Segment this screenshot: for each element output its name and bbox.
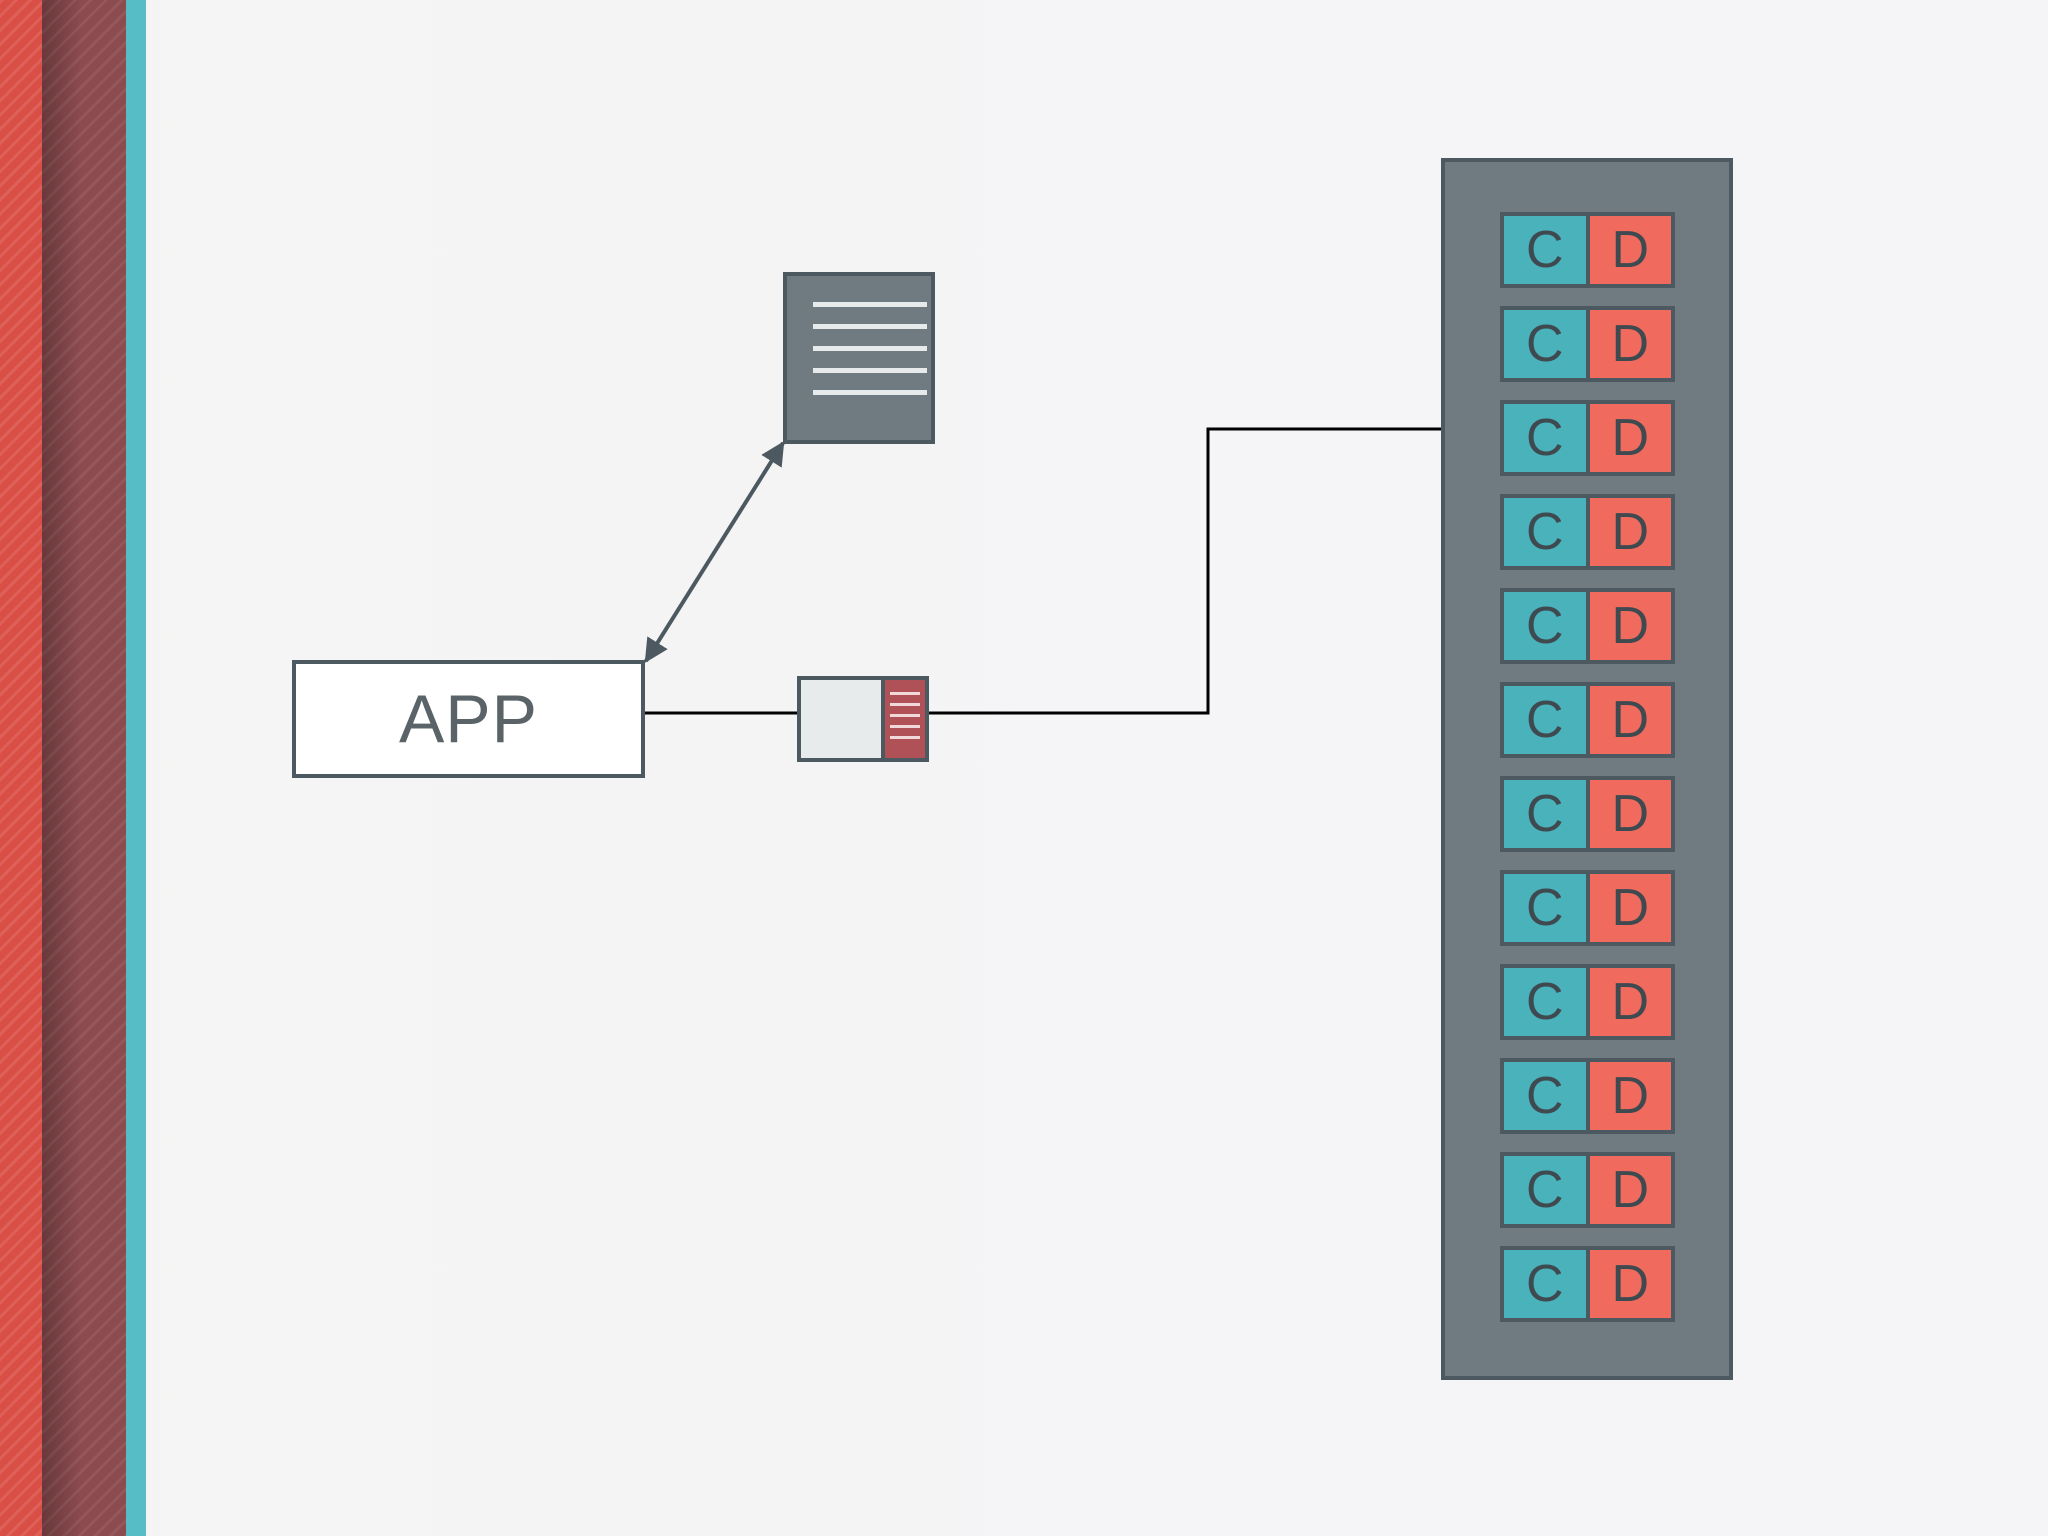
- cell-c: C: [1504, 404, 1586, 472]
- cell-d: D: [1589, 686, 1671, 754]
- cell-d: D: [1589, 874, 1671, 942]
- cell-d: D: [1589, 592, 1671, 660]
- cell-c: C: [1504, 780, 1586, 848]
- decor-stripe-maroon: [42, 0, 126, 1536]
- cell-d: D: [1589, 1062, 1671, 1130]
- document-line: [813, 324, 927, 329]
- cell-d: D: [1589, 310, 1671, 378]
- document-line: [813, 302, 927, 307]
- cell-d: D: [1589, 404, 1671, 472]
- cell-d: D: [1589, 1250, 1671, 1318]
- memory-card-line: [890, 736, 920, 739]
- cell-c: C: [1504, 686, 1586, 754]
- cell-d: D: [1589, 216, 1671, 284]
- cell-c: C: [1504, 874, 1586, 942]
- cell-c: C: [1504, 498, 1586, 566]
- document-icon: [783, 272, 935, 444]
- cell-d: D: [1589, 498, 1671, 566]
- cell-c: C: [1504, 216, 1586, 284]
- cell-c: C: [1504, 1250, 1586, 1318]
- decor-stripe-teal: [126, 0, 146, 1536]
- memory-card-icon: [797, 676, 929, 762]
- app-box: APP: [292, 660, 645, 778]
- cell-d: D: [1589, 968, 1671, 1036]
- cell-c: C: [1504, 592, 1586, 660]
- cell-d: D: [1589, 780, 1671, 848]
- decor-stripe-red: [0, 0, 42, 1536]
- cell-c: C: [1504, 968, 1586, 1036]
- memory-card-line: [890, 703, 920, 706]
- document-line: [813, 390, 927, 395]
- app-label: APP: [398, 681, 539, 757]
- cell-d: D: [1589, 1156, 1671, 1224]
- memory-card-line: [890, 725, 920, 728]
- memory-card-tab: [881, 680, 925, 758]
- cell-c: C: [1504, 1062, 1586, 1130]
- document-line: [813, 368, 927, 373]
- app-document-connector: [644, 440, 785, 664]
- cell-c: C: [1504, 310, 1586, 378]
- chip-rack-connector: [929, 420, 1500, 715]
- cell-c: C: [1504, 1156, 1586, 1224]
- memory-card-line: [890, 692, 920, 695]
- memory-card-line: [890, 714, 920, 717]
- document-line: [813, 346, 927, 351]
